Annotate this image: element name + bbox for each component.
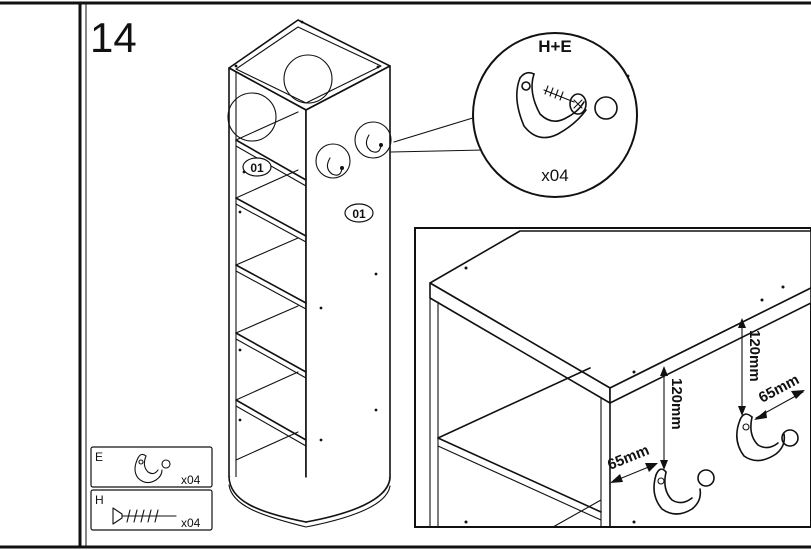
parts-list: E x04 H x04 bbox=[90, 446, 213, 531]
hook-icon bbox=[134, 453, 171, 484]
screw-icon bbox=[112, 507, 177, 525]
hook-left bbox=[653, 468, 715, 515]
part-h-letter: H bbox=[95, 493, 104, 507]
step-number: 14 bbox=[90, 14, 137, 61]
part-e-letter: E bbox=[95, 450, 103, 464]
part-h-box: H x04 bbox=[90, 489, 213, 531]
dimension-right-vertical: 120mm bbox=[738, 318, 763, 416]
hook-right bbox=[736, 413, 799, 462]
part-e-box: E x04 bbox=[90, 446, 213, 488]
shelves bbox=[235, 111, 307, 461]
hook-icon bbox=[516, 71, 618, 139]
screw-icon bbox=[543, 85, 587, 115]
part-h-quantity: x04 bbox=[181, 516, 201, 530]
dimension-right-vertical-label: 120mm bbox=[746, 330, 763, 382]
dimension-left-vertical-label: 120mm bbox=[668, 378, 685, 430]
part-tag-shelf: 01 bbox=[242, 157, 272, 177]
cabinet-drawing bbox=[227, 19, 392, 528]
part-tag-side: 01 bbox=[344, 203, 374, 223]
part-tag-side-label: 01 bbox=[352, 207, 366, 221]
detail-callout: H+E x04 bbox=[390, 32, 638, 198]
dimension-left-vertical: 120mm bbox=[660, 366, 685, 470]
detail-inset: 120mm 65mm 120mm 65mm bbox=[414, 227, 811, 528]
callout-title: H+E bbox=[538, 37, 572, 56]
part-e-quantity: x04 bbox=[181, 473, 201, 487]
part-tag-shelf-label: 01 bbox=[250, 161, 264, 175]
callout-quantity: x04 bbox=[541, 166, 568, 185]
